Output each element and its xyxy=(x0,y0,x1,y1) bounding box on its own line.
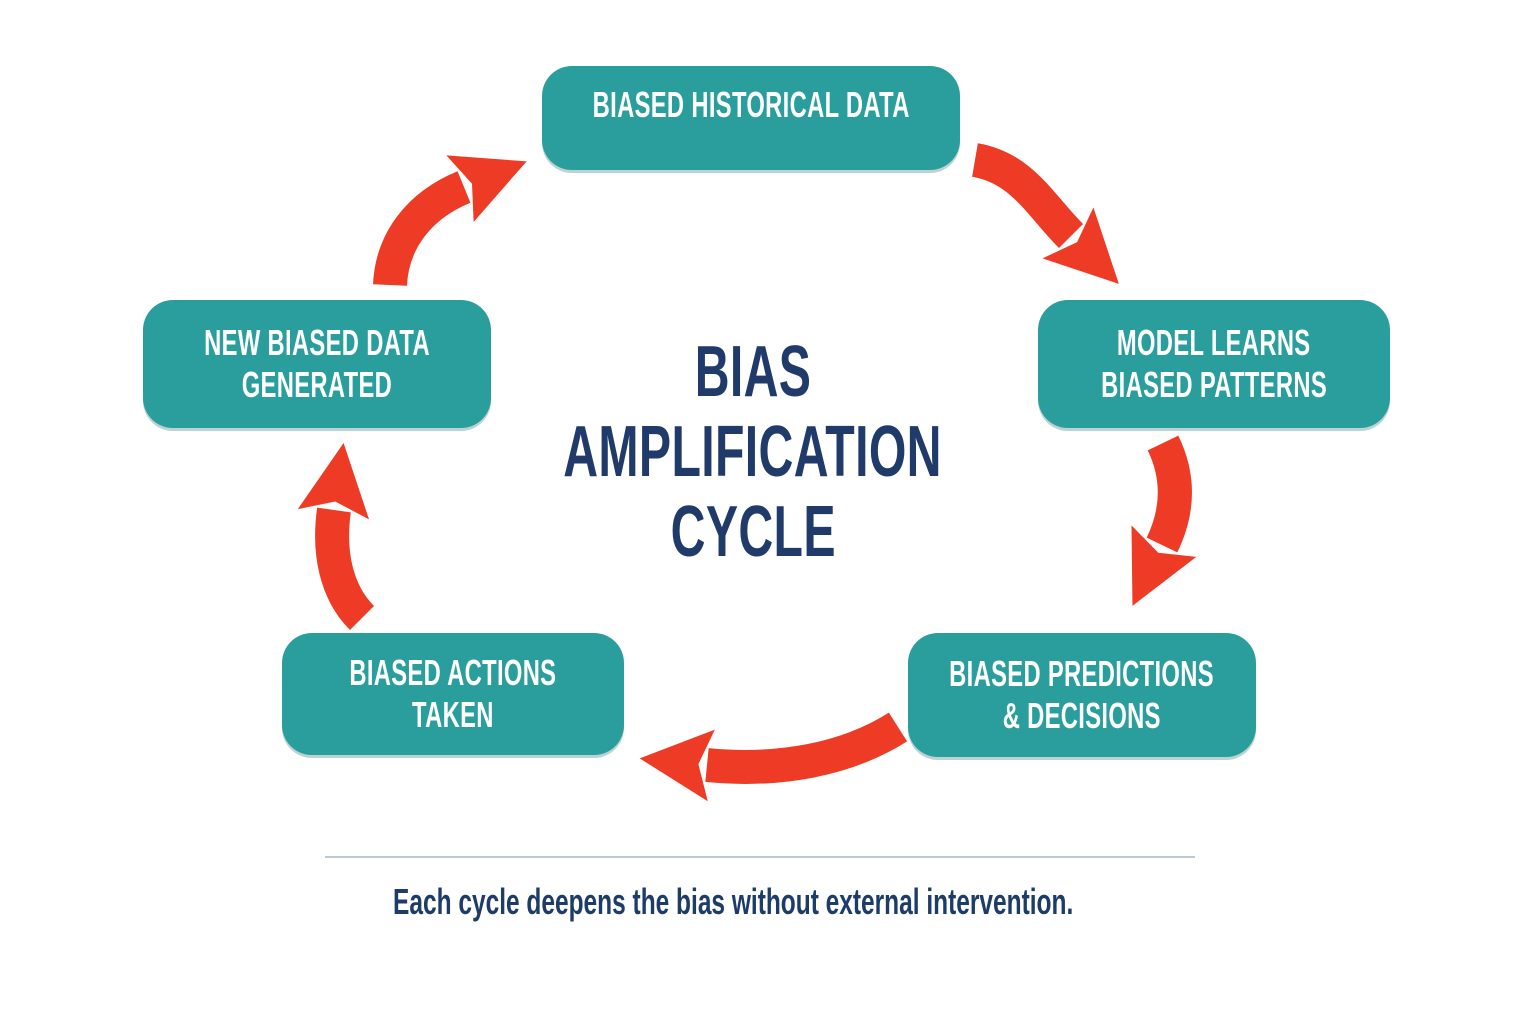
node-label: BIASED ACTIONS xyxy=(349,652,557,693)
node-label: BIASED HISTORICAL DATA xyxy=(592,84,910,125)
footer-caption-text: Each cycle deepens the bias without exte… xyxy=(392,881,1074,922)
node-label: TAKEN xyxy=(412,694,494,735)
node-biased-actions-taken: BIASED ACTIONS TAKEN xyxy=(282,633,624,755)
arrow-top-to-right-icon xyxy=(971,143,1119,284)
node-new-biased-data-generated: NEW BIASED DATA GENERATED xyxy=(143,300,491,428)
footer-divider xyxy=(325,856,1195,858)
arrow-bottom-right-to-bottom-left-icon xyxy=(639,712,908,802)
node-label: BIASED PATTERNS xyxy=(1101,364,1327,405)
footer-caption: Each cycle deepens the bias without exte… xyxy=(133,880,1333,924)
node-biased-historical-data: BIASED HISTORICAL DATA xyxy=(542,66,960,170)
node-model-learns-biased-patterns: MODEL LEARNS BIASED PATTERNS xyxy=(1038,300,1390,428)
arrow-right-to-bottom-right-icon xyxy=(1131,435,1197,606)
node-label: NEW BIASED DATA xyxy=(204,322,430,363)
diagram-title-line: AMPLIFICATION xyxy=(563,412,943,492)
node-label: & DECISIONS xyxy=(1002,695,1162,736)
node-label: BIASED PREDICTIONS xyxy=(949,653,1215,694)
diagram-title-line: CYCLE xyxy=(670,492,836,572)
diagram-title: BIAS AMPLIFICATION CYCLE xyxy=(353,332,1153,572)
arrow-bottom-left-to-left-icon xyxy=(297,442,375,631)
diagram-title-line: BIAS xyxy=(694,332,812,412)
node-label: GENERATED xyxy=(241,364,393,405)
node-label: MODEL LEARNS xyxy=(1117,322,1311,363)
node-biased-predictions-decisions: BIASED PREDICTIONS & DECISIONS xyxy=(908,633,1256,757)
arrow-left-to-top-icon xyxy=(373,155,527,287)
